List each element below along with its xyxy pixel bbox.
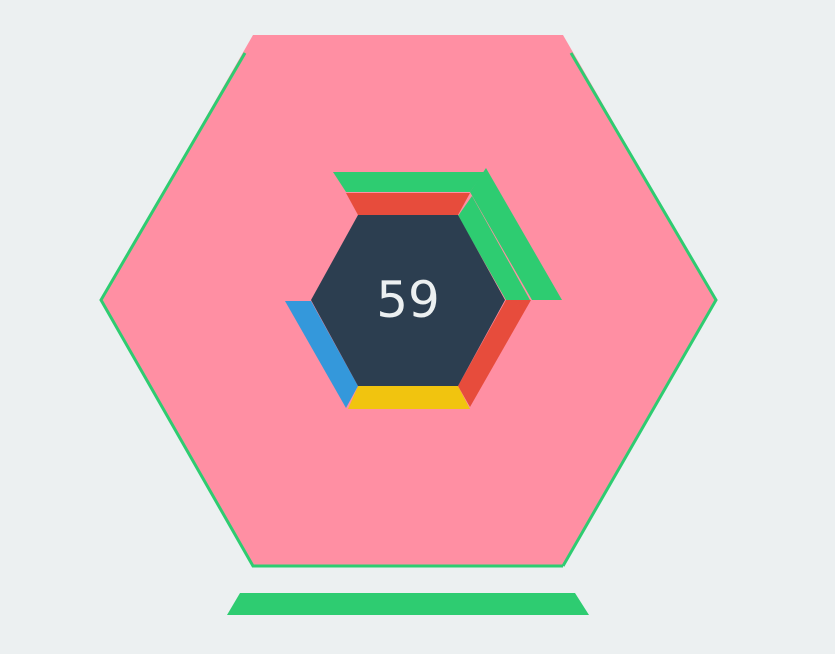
core-side-bottom [348, 386, 470, 409]
core-hexagon [311, 215, 505, 386]
board-outline-left [99, 52, 563, 568]
score-display: 59 [376, 271, 440, 329]
core-side-top [346, 193, 470, 215]
stacked-block-top-green [333, 172, 484, 192]
stacked-block-upper-right-green [470, 168, 562, 300]
falling-block-bottom-green [227, 593, 589, 615]
core-side-lower-right [458, 300, 531, 407]
core-side-upper-right [458, 196, 530, 300]
core-side-lower-left [285, 301, 358, 408]
board-outline-right [561, 52, 718, 567]
